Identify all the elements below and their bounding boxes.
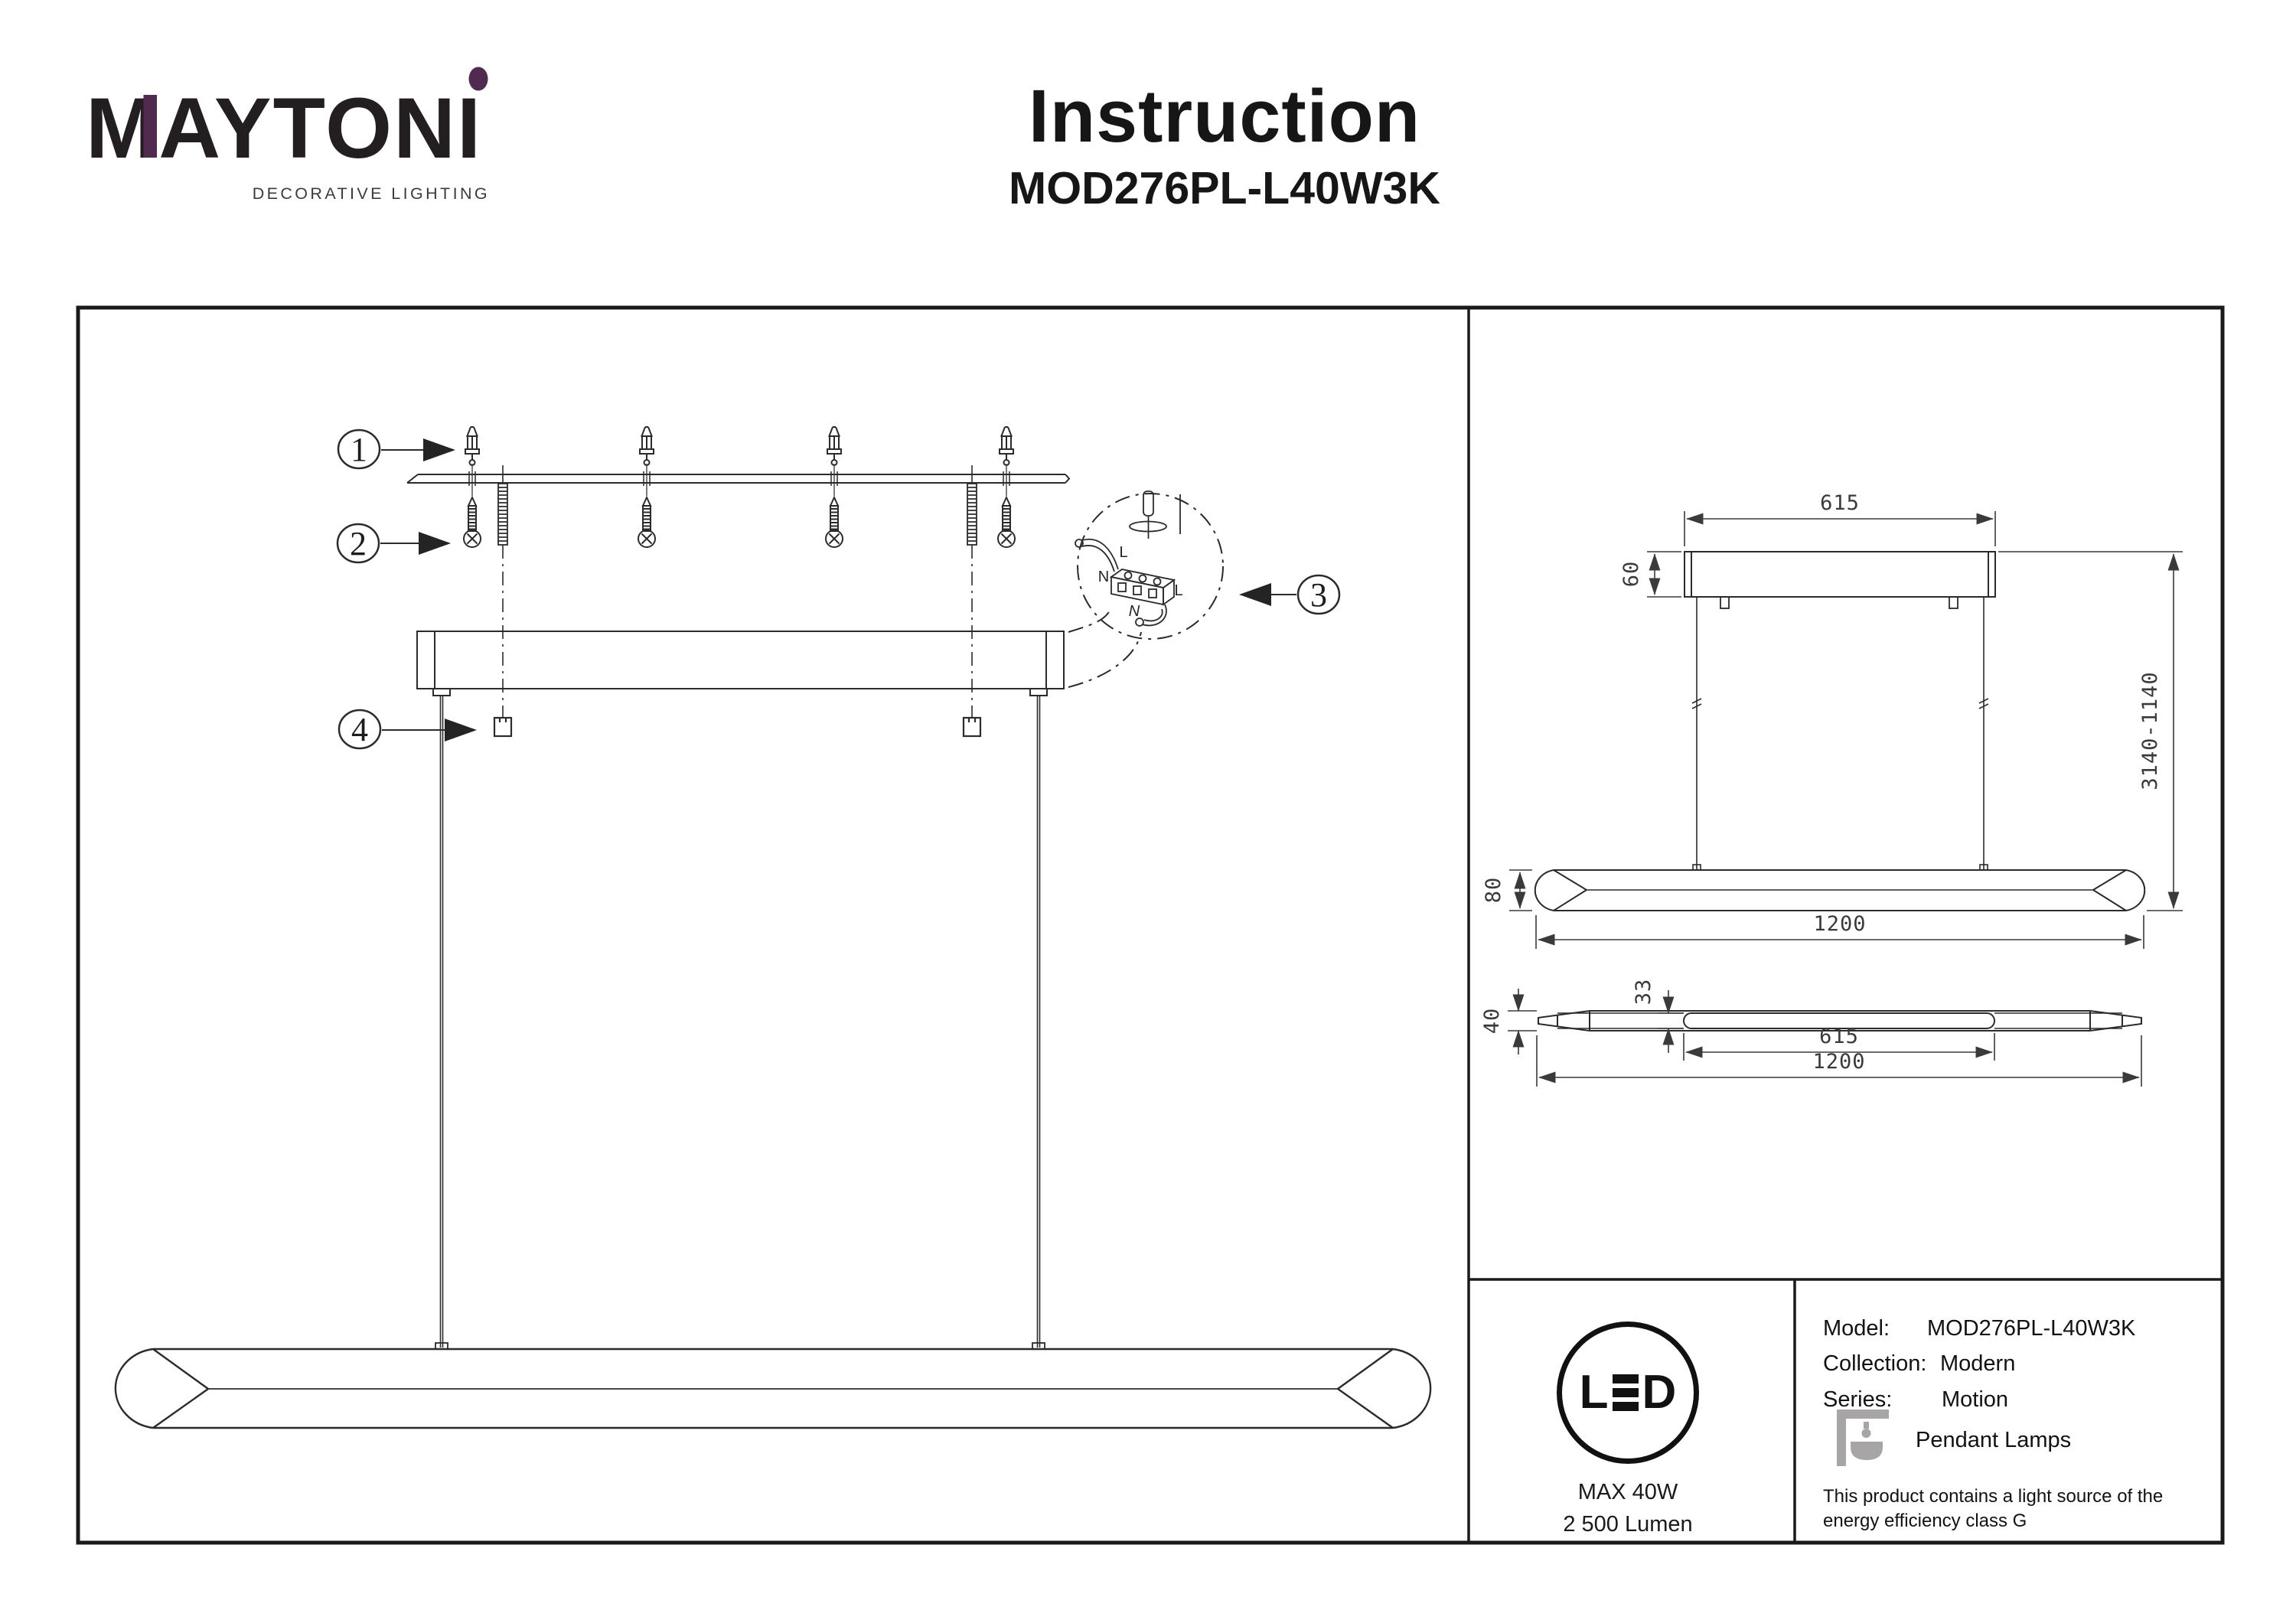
installation-diagram: 1 2 4 3 (114, 426, 1432, 1429)
wires-icon (1075, 538, 1167, 627)
wall-anchor-icons (465, 426, 1014, 466)
max-power-label: MAX 40W (1577, 1480, 1678, 1504)
step-2-callout: 2 (336, 523, 451, 564)
dim-inner-length: 615 (1819, 1025, 1859, 1048)
page-title: Instruction (1028, 74, 1421, 158)
led-letter-d: D (1642, 1366, 1677, 1419)
side-view-dimensions: 615 60 80 1200 3140-1140 (1482, 491, 2183, 949)
led-letter-e-icon (1612, 1374, 1639, 1411)
step-2-number: 2 (350, 525, 367, 562)
wire-label-neutral-in: N (1098, 569, 1109, 585)
side-view-drawing (1534, 551, 2146, 911)
collection-label: Collection: (1823, 1351, 1927, 1376)
mounting-plate (406, 471, 1071, 486)
series-value: Motion (1942, 1387, 2009, 1412)
top-view-dimensions: 40 33 615 1200 (1480, 979, 2142, 1087)
dim-body-width: 40 (1480, 1008, 1504, 1035)
dim-canopy-length: 615 (1820, 491, 1860, 515)
step-4-number: 4 (351, 711, 368, 748)
dim-canopy-height: 60 (1619, 561, 1643, 588)
series-label: Series: (1823, 1387, 1893, 1412)
step-1-number: 1 (351, 431, 367, 468)
dim-suspension-range: 3140-1140 (2138, 671, 2162, 790)
sheet-frame (76, 305, 2225, 1545)
led-letter-l: L (1579, 1366, 1609, 1419)
energy-note-line1: This product contains a light source of … (1823, 1486, 2164, 1507)
page-model-number: MOD276PL-L40W3K (1009, 163, 1440, 213)
dim-body-length-top: 1200 (1812, 1050, 1865, 1074)
dim-inner-width: 33 (1632, 979, 1655, 1005)
pendant-lamp-icon (1837, 1410, 1889, 1466)
dim-body-height: 80 (1482, 877, 1505, 904)
brand-tagline: DECORATIVE LIGHTING (253, 184, 490, 203)
maytoni-logo: MAYTONI DECORATIVE LIGHTING (86, 67, 490, 203)
brand-accent-bar (143, 95, 157, 158)
cable-grippers (493, 716, 982, 738)
wire-label-live-in: L (1119, 544, 1127, 561)
canopy (416, 631, 1065, 696)
led-logo: L D (1557, 1322, 1699, 1464)
collection-value: Modern (1940, 1351, 2016, 1376)
model-value: MOD276PL-L40W3K (1927, 1316, 2136, 1341)
step-3-callout: 3 (1239, 574, 1341, 615)
screwdriver-icon (1129, 490, 1167, 539)
terminal-block-icon (1109, 569, 1176, 606)
screw-icons (463, 497, 1016, 548)
alignment-lines (471, 464, 1007, 496)
wire-label-neutral-out: N (1129, 603, 1140, 620)
wire-label-live-out: L (1174, 582, 1182, 599)
wiring-detail-bubble: L N L N (1068, 490, 1224, 688)
step-1-callout: 1 (337, 429, 455, 470)
category-value: Pendant Lamps (1916, 1428, 2072, 1452)
dim-body-length-side: 1200 (1813, 912, 1866, 936)
model-label: Model: (1823, 1316, 1890, 1341)
top-view-drawing (1538, 1010, 2142, 1031)
suspension-cables (439, 696, 1041, 1348)
step-4-callout: 4 (338, 709, 477, 750)
luminous-flux-label: 2 500 Lumen (1563, 1512, 1693, 1537)
threaded-rods (497, 465, 977, 546)
lamp-body (114, 1342, 1432, 1429)
step-3-number: 3 (1310, 576, 1327, 614)
energy-note-line2: energy efficiency class G (1823, 1511, 2027, 1531)
brand-accent-dot (468, 67, 488, 91)
